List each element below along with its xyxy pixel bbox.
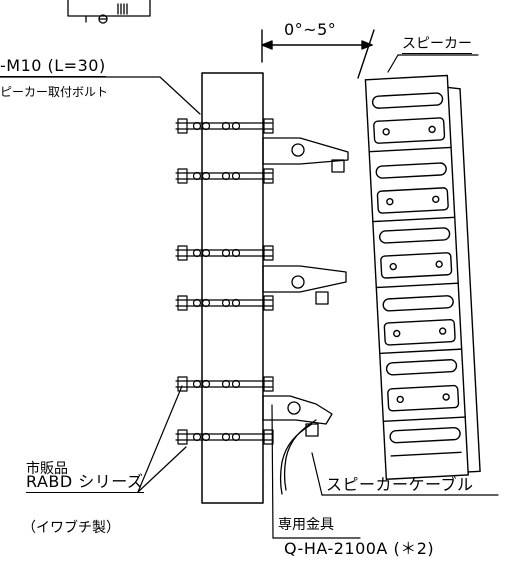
speaker-cable-2 bbox=[279, 423, 313, 495]
bracket-name-label: 専用金具 bbox=[278, 517, 334, 533]
speaker-cable bbox=[283, 419, 317, 491]
speaker-label: スピーカー bbox=[402, 36, 472, 54]
connector-detail bbox=[67, 0, 151, 24]
market-item-label: 市販品 bbox=[26, 461, 68, 477]
cable-label: スピーカーケーブル bbox=[326, 475, 474, 494]
bracket-model-label: Q-HA-2100A (＊2) bbox=[284, 539, 435, 558]
clamp-bands bbox=[175, 118, 274, 445]
speaker-modules bbox=[371, 92, 462, 457]
rabd-series-label: RABD シリーズ bbox=[26, 472, 144, 493]
bolt-spec-label: -M10 (L=30) bbox=[0, 56, 106, 77]
speaker-array bbox=[364, 74, 481, 480]
arm-brackets bbox=[262, 137, 349, 437]
angle-dimension bbox=[261, 29, 375, 79]
iwabuchi-label: （イワブチ製） bbox=[22, 520, 120, 536]
leader-lines bbox=[0, 54, 499, 539]
bolt-name-label: ピーカー取付ボルト bbox=[0, 85, 109, 99]
angle-label: 0°~5° bbox=[284, 20, 337, 39]
